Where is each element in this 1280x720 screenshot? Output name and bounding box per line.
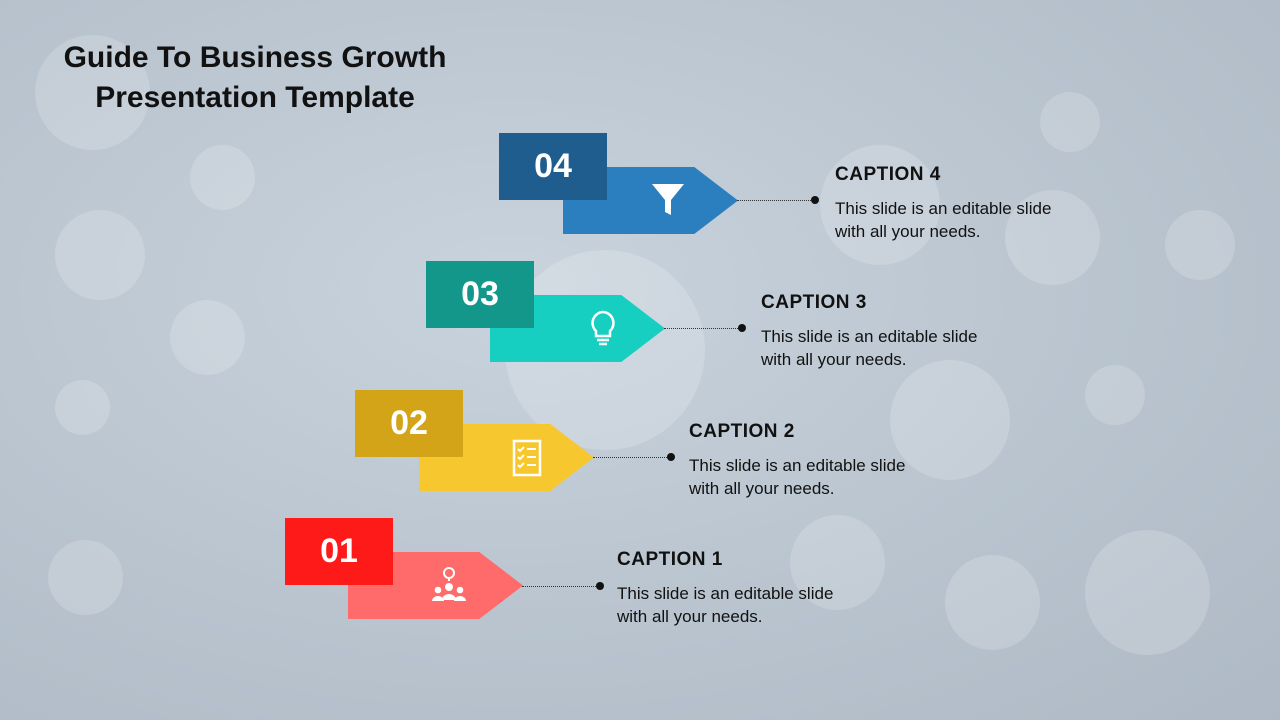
step-4-connector	[737, 200, 815, 201]
background-bubble	[190, 145, 255, 210]
step-2-connector	[593, 457, 671, 458]
step-3-number: 03	[426, 261, 534, 328]
slide-title: Guide To Business Growth Presentation Te…	[40, 38, 470, 118]
step-2-caption-title: CAPTION 2	[689, 421, 795, 442]
background-bubble	[1085, 365, 1145, 425]
background-bubble	[170, 300, 245, 375]
step-4-text-line1: This slide is an editable slide	[835, 199, 1052, 218]
background-bubble	[1005, 190, 1100, 285]
background-bubble	[1040, 92, 1100, 152]
step-1-connector	[522, 586, 600, 587]
team-idea-icon	[429, 565, 469, 610]
step-2-caption-text: This slide is an editable slide with all…	[689, 454, 949, 500]
step-1-text-line2: with all your needs.	[617, 607, 763, 626]
background-bubble	[890, 360, 1010, 480]
funnel-icon	[649, 181, 687, 224]
slide-title-line2: Presentation Template	[95, 81, 415, 114]
step-3-connector-dot	[738, 324, 746, 332]
step-3-text-line2: with all your needs.	[761, 350, 907, 369]
step-2-text-line1: This slide is an editable slide	[689, 456, 906, 475]
step-4-caption-title: CAPTION 4	[835, 164, 941, 185]
background-bubble	[48, 540, 123, 615]
checklist-icon	[510, 438, 544, 483]
step-3-caption-title: CAPTION 3	[761, 292, 867, 313]
step-3-text-line1: This slide is an editable slide	[761, 327, 978, 346]
background-bubble	[55, 210, 145, 300]
lightbulb-icon	[586, 309, 620, 354]
background-bubble	[1085, 530, 1210, 655]
step-4-text-line2: with all your needs.	[835, 222, 981, 241]
step-3-caption-text: This slide is an editable slide with all…	[761, 325, 1021, 371]
step-1-text-line1: This slide is an editable slide	[617, 584, 834, 603]
background-bubble	[55, 380, 110, 435]
step-3-connector	[664, 328, 742, 329]
background-bubble	[1165, 210, 1235, 280]
step-4-caption-text: This slide is an editable slide with all…	[835, 197, 1095, 243]
background-bubble	[945, 555, 1040, 650]
step-1-caption-title: CAPTION 1	[617, 549, 723, 570]
background-bubble	[790, 515, 885, 610]
step-1-number: 01	[285, 518, 393, 585]
step-2-number: 02	[355, 390, 463, 457]
step-4-number: 04	[499, 133, 607, 200]
background-bubble	[820, 145, 940, 265]
step-1-caption-text: This slide is an editable slide with all…	[617, 582, 877, 628]
background-bubble	[35, 35, 150, 150]
step-2-text-line2: with all your needs.	[689, 479, 835, 498]
step-4-connector-dot	[811, 196, 819, 204]
step-1-connector-dot	[596, 582, 604, 590]
step-2-connector-dot	[667, 453, 675, 461]
slide-title-line1: Guide To Business Growth	[63, 41, 447, 74]
